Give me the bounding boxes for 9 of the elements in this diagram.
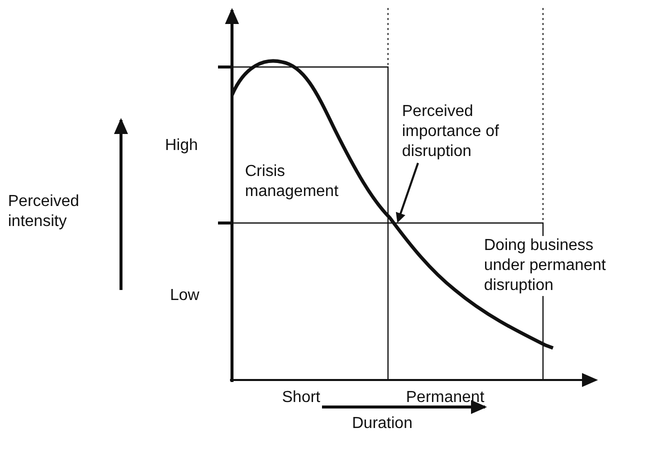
- axis-label: High: [165, 136, 199, 156]
- axis-label: Short: [282, 388, 322, 408]
- axis-title: Duration: [352, 414, 414, 434]
- leader-line: [396, 162, 419, 223]
- region-label: Crisis management: [245, 162, 340, 202]
- axis-label: Low: [170, 286, 200, 306]
- annotation-text: Perceived importance of disruption: [402, 102, 532, 162]
- axis-title: Perceived intensity: [8, 192, 80, 232]
- axis-label: Permanent: [406, 388, 486, 408]
